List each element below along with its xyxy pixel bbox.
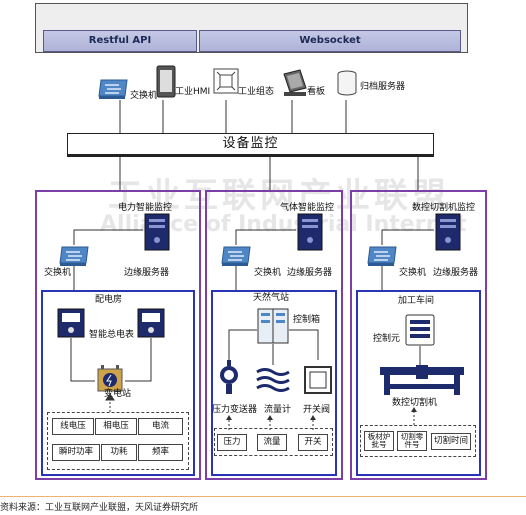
top-config-label: 工业组态 (238, 87, 275, 97)
metric-cell: 开关 (298, 434, 328, 451)
metric-cell: 电流 (138, 418, 183, 435)
restful-api-box: Restful API (43, 30, 197, 52)
metric-cell: 压力 (217, 434, 247, 451)
cnc-controller-label: 控制元 (373, 334, 401, 344)
gas-server-label: 边缘服务器 (287, 268, 333, 278)
source-note: 资料来源：工业互联网产业联盟，天风证券研究所 (0, 503, 199, 513)
device-monitoring-bus: 设备监控 (67, 133, 434, 157)
meter-icon (57, 308, 85, 342)
cnc-switch-label: 交换机 (399, 268, 427, 278)
watermark-cn: 工业互联网产业联盟 (108, 176, 450, 216)
metric-cell: 板材炉批号 (364, 431, 394, 451)
switch-icon (58, 245, 90, 271)
config-icon (213, 68, 239, 98)
top-switch-label: 交换机 (130, 91, 158, 101)
cnc-monitoring-panel (350, 190, 487, 480)
gas-metrics-box (214, 428, 333, 456)
flow-meter-icon (255, 366, 291, 400)
cnc-site-label: 加工车间 (398, 296, 435, 306)
gas-switch-label: 交换机 (254, 268, 282, 278)
power-panel-title: 电力智能监控 (118, 203, 173, 213)
dashboard-icon (280, 68, 310, 102)
transformer-icon (95, 363, 125, 397)
gas-sensor-label: 压力变送器 (212, 405, 258, 415)
gas-sensor-label: 流量计 (264, 405, 292, 415)
controller-icon (405, 314, 435, 350)
top-dashboard-label: 看板 (307, 87, 326, 97)
gas-cabinet-label: 控制箱 (293, 315, 321, 325)
meter-icon (137, 308, 165, 342)
switch-icon (220, 245, 252, 271)
gas-station-frame (211, 290, 337, 476)
gas-monitoring-panel (205, 190, 343, 480)
metric-cell: 切割时间 (431, 433, 471, 450)
websocket-box: Websocket (199, 30, 461, 52)
metric-cell: 流量 (257, 434, 287, 451)
api-layer: Restful API Websocket (35, 3, 468, 53)
cnc-server-label: 边缘服务器 (433, 268, 479, 278)
metric-cell: 功耗 (101, 444, 137, 461)
gas-site-label: 天然气站 (253, 293, 290, 303)
switch-icon (97, 78, 129, 104)
cnc-panel-title: 数控切割机监控 (412, 203, 476, 213)
footer-divider (0, 496, 526, 497)
cnc-metrics-box (360, 425, 476, 457)
power-switch-label: 交换机 (44, 268, 72, 278)
edge-server-icon (435, 213, 461, 255)
power-server-label: 边缘服务器 (124, 268, 170, 278)
gas-sensor-label: 开关阀 (303, 405, 331, 415)
workshop-frame (356, 290, 481, 476)
metric-cell: 频率 (138, 444, 183, 461)
cnc-machine-label: 数控切割机 (392, 398, 438, 408)
power-site-label: 配电房 (95, 295, 123, 305)
power-monitoring-panel (35, 190, 201, 480)
power-station-label: 变电站 (104, 389, 132, 399)
edge-server-icon (297, 213, 323, 255)
hmi-tablet-icon (154, 65, 178, 103)
control-cabinet-icon (257, 308, 289, 348)
metric-cell: 相电压 (95, 418, 137, 435)
top-hmi-label: 工业HMI (175, 87, 211, 97)
metric-cell: 线电压 (52, 418, 94, 435)
power-room-frame (41, 290, 195, 476)
power-meter-label: 智能总电表 (89, 330, 135, 340)
metric-cell: 切割零件号 (397, 431, 427, 451)
pressure-transmitter-icon (218, 358, 240, 402)
top-archive-label: 归档服务器 (360, 82, 406, 92)
switch-icon (366, 245, 398, 271)
power-metrics-box (47, 412, 189, 470)
switch-valve-icon (304, 366, 332, 398)
metric-cell: 瞬时功率 (52, 444, 100, 461)
cnc-machine-icon (378, 364, 466, 402)
edge-server-icon (144, 213, 170, 255)
gas-panel-title: 气体智能监控 (280, 203, 335, 213)
archive-server-icon (336, 70, 358, 102)
